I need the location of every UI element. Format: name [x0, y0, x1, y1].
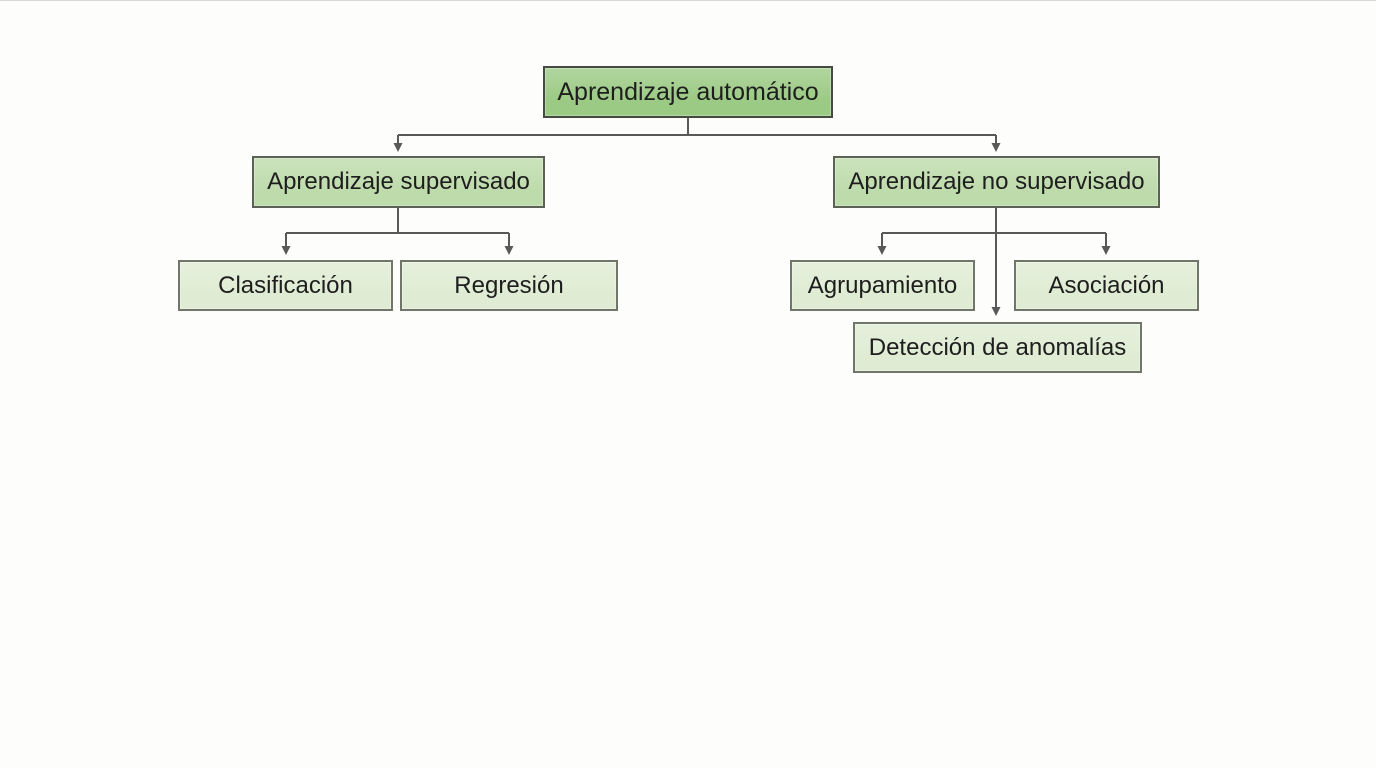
node-aprendizaje-no-supervisado: Aprendizaje no supervisado [833, 156, 1160, 208]
node-regresion: Regresión [400, 260, 618, 311]
node-aprendizaje-supervisado: Aprendizaje supervisado [252, 156, 545, 208]
node-agrupamiento: Agrupamiento [790, 260, 975, 311]
node-label: Regresión [454, 271, 564, 299]
edge-root-to-children [393, 118, 1001, 152]
node-aprendizaje-automatico: Aprendizaje automático [543, 66, 833, 118]
node-label: Aprendizaje automático [557, 77, 819, 106]
node-label: Agrupamiento [807, 271, 958, 299]
node-label: Asociación [1048, 271, 1165, 299]
node-asociacion: Asociación [1014, 260, 1199, 311]
node-label: Clasificación [218, 271, 353, 299]
node-clasificacion: Clasificación [178, 260, 393, 311]
node-deteccion-de-anomalias: Detección de anomalías [853, 322, 1142, 373]
node-label: Detección de anomalías [868, 333, 1127, 361]
node-label: Aprendizaje supervisado [267, 168, 530, 195]
node-label: Aprendizaje no supervisado [848, 168, 1145, 195]
edge-supervised-to-children [281, 208, 514, 255]
